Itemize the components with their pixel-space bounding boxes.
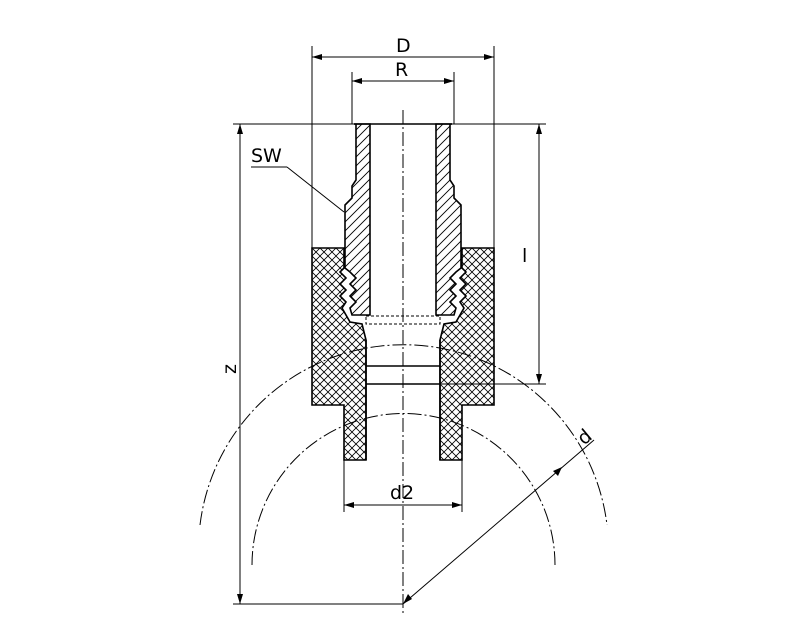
- label-d2: d2: [390, 482, 414, 504]
- label-R: R: [395, 59, 408, 81]
- dimension-R: R: [351, 59, 455, 124]
- dimension-SW: SW: [251, 145, 345, 213]
- dimension-z: z: [219, 123, 403, 605]
- label-z: z: [219, 364, 241, 374]
- label-l: l: [522, 245, 527, 267]
- insert-left-wall: [344, 123, 371, 316]
- dimension-l: l: [440, 123, 546, 385]
- insert-right-wall: [435, 123, 462, 316]
- dimension-d: d: [402, 425, 596, 605]
- label-SW: SW: [251, 145, 282, 167]
- plastic-socket-body: [311, 247, 495, 461]
- pipe-outer-arc: [199, 344, 608, 526]
- dimension-D: D: [311, 35, 495, 248]
- socket-left-half: [311, 247, 367, 461]
- label-d: d: [573, 425, 596, 450]
- label-D: D: [396, 35, 411, 57]
- socket-right-half: [439, 247, 495, 461]
- dimension-d2: d2: [343, 460, 463, 512]
